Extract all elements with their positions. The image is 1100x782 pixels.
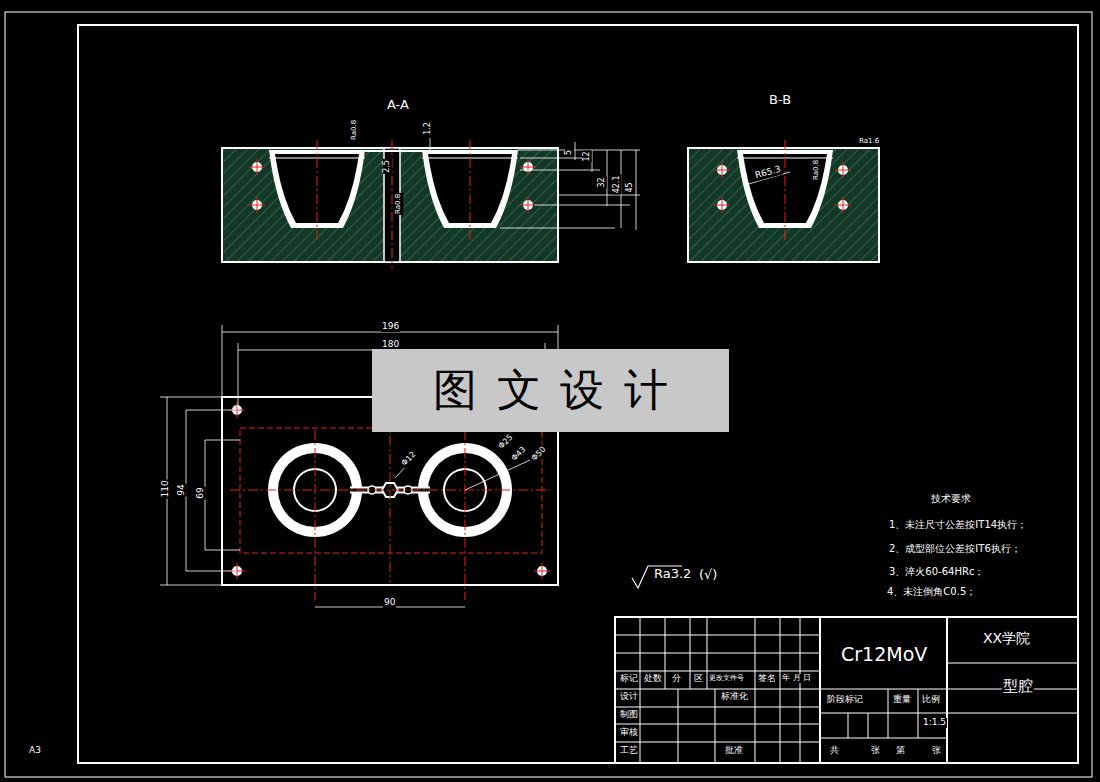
drawing-label: 设计 bbox=[619, 692, 639, 702]
drawing-label: 12 bbox=[583, 150, 592, 162]
drawing-label: 45 bbox=[626, 181, 635, 193]
drawing-label: 区 bbox=[693, 674, 704, 684]
drawing-label: Ra0.8 bbox=[351, 119, 359, 141]
drawing-label: B-B bbox=[768, 93, 792, 107]
drawing-label: 审核 bbox=[619, 728, 639, 738]
drawing-label: 69 bbox=[196, 486, 206, 499]
drawing-label: 处数 bbox=[643, 674, 663, 684]
drawing-label: 更改文件号 bbox=[708, 675, 745, 683]
drawing-label: 制图 bbox=[619, 710, 639, 720]
drawing-label: (√) bbox=[698, 568, 718, 582]
drawing-label: 技术要求 bbox=[930, 493, 972, 504]
drawing-label: 5 bbox=[565, 149, 574, 156]
drawing-label: Ra0.8 bbox=[813, 159, 821, 181]
drawing-label: 阶段标记 bbox=[826, 695, 864, 705]
drawing-label: 2、成型部位公差按IT6执行； bbox=[888, 543, 1022, 554]
watermark-text: 图文设计 bbox=[413, 361, 688, 420]
drawing-label: 共 bbox=[829, 746, 840, 756]
drawing-label: 32 bbox=[598, 176, 607, 188]
drawing-label: 第 bbox=[895, 746, 906, 756]
drawing-label: 重量 bbox=[892, 695, 912, 705]
drawing-label: 94 bbox=[177, 483, 187, 496]
drawing-label: 工艺 bbox=[619, 746, 639, 756]
drawing-label: 4、未注倒角C0.5； bbox=[886, 586, 977, 597]
drawing-label: A-A bbox=[386, 98, 410, 112]
drawing-label: 196 bbox=[381, 322, 400, 332]
drawing-label: 标准化 bbox=[720, 692, 749, 702]
drawing-label: 批准 bbox=[724, 746, 744, 756]
drawing-label: Cr12MoV bbox=[840, 644, 928, 665]
watermark-box: 图文设计 bbox=[372, 349, 729, 432]
drawing-label: 1.2 bbox=[424, 121, 433, 136]
drawing-label: 年 月 日 bbox=[781, 674, 812, 683]
drawing-label: 110 bbox=[161, 479, 171, 498]
drawing-label: 张 bbox=[870, 746, 881, 756]
drawing-label: 2.5 bbox=[383, 159, 392, 174]
drawing-label: 签名 bbox=[757, 674, 777, 684]
drawing-label: 1:1.5 bbox=[922, 718, 947, 728]
drawing-label: 42.1 bbox=[613, 174, 622, 194]
drawing-label: 张 bbox=[931, 746, 942, 756]
drawing-label: 型腔 bbox=[1002, 678, 1034, 695]
drawing-label: Ra1.6 bbox=[858, 138, 880, 146]
drawing-label: XX学院 bbox=[982, 631, 1031, 646]
drawing-label: A3 bbox=[28, 746, 42, 756]
drawing-label: Ra3.2 bbox=[653, 567, 692, 581]
drawing-label: 1、未注尺寸公差按IT14执行； bbox=[888, 519, 1028, 530]
drawing-label: Ra0.8 bbox=[395, 193, 403, 215]
drawing-label: 3、淬火60-64HRc； bbox=[888, 566, 985, 577]
drawing-label: 标记 bbox=[619, 674, 639, 684]
drawing-label: 分 bbox=[671, 674, 682, 684]
drawing-label: 比例 bbox=[921, 695, 941, 705]
drawing-label: 90 bbox=[383, 598, 396, 608]
